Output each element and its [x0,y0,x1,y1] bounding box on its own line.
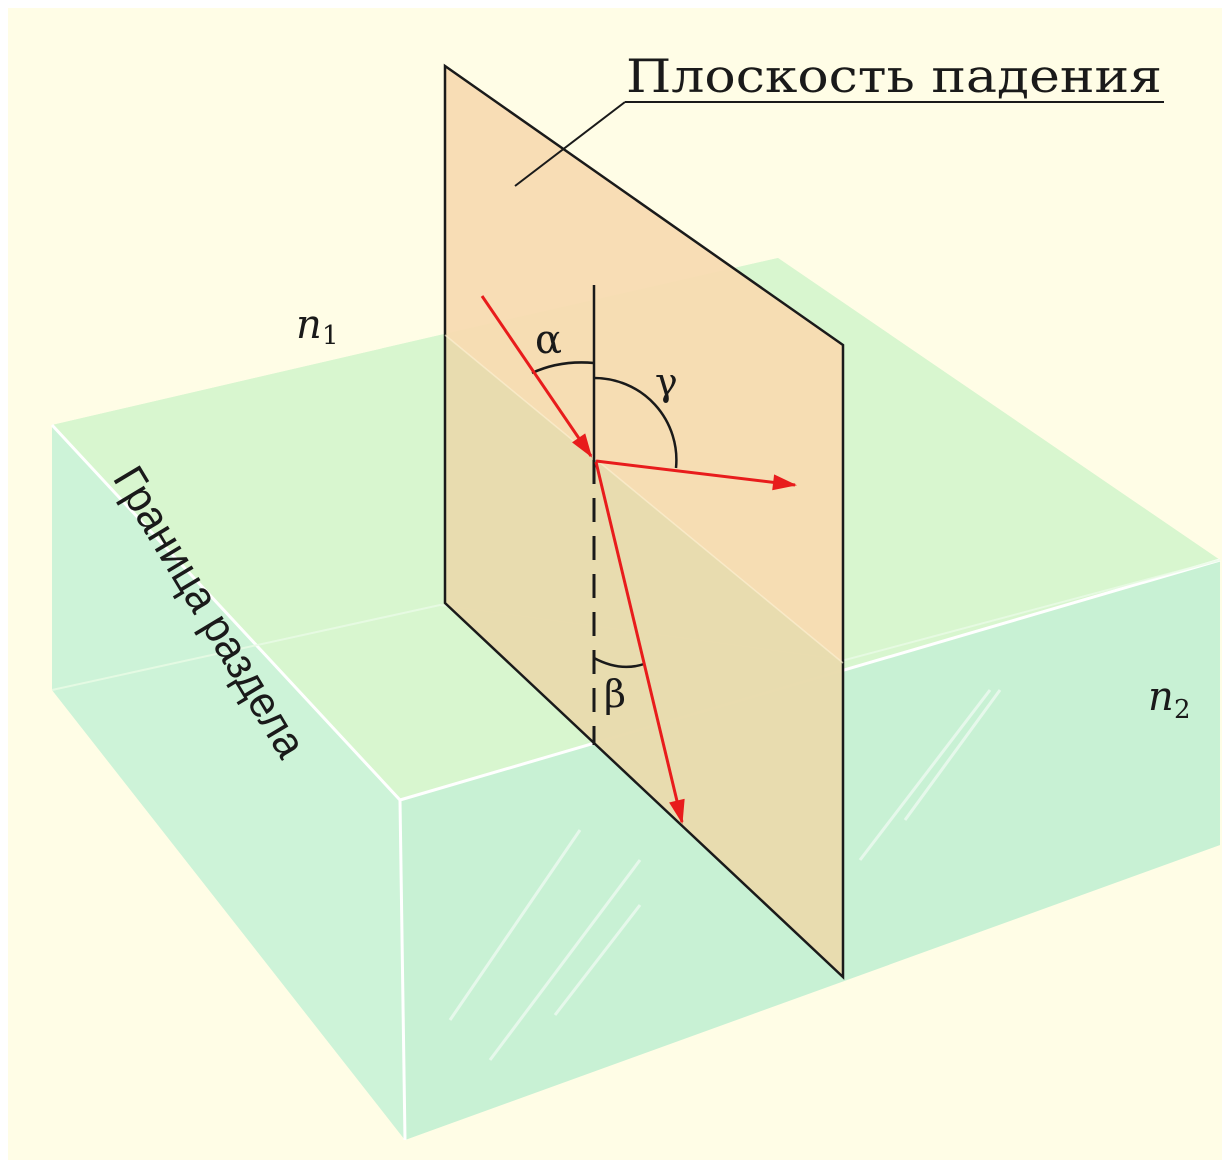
plane-submerged-region [445,335,843,977]
medium-2-label: n 2 [1148,674,1191,725]
plane-water-line [444,334,844,664]
water-front-face [52,425,405,1140]
glass-streaks [448,689,1002,1061]
angle-arc-beta [593,656,645,669]
medium-1-subscript: 1 [322,321,339,351]
angle-beta-label: β [604,672,626,716]
angle-gamma-label: γ [655,360,678,404]
medium-1-symbol: n [296,302,322,348]
plane-of-incidence [443,63,845,980]
plane-of-incidence-label: Плоскость падения [626,49,1162,103]
medium-2-subscript: 2 [1174,695,1191,725]
angle-arc-alpha [531,361,595,375]
reflected-ray [595,459,797,491]
incident-ray [480,295,593,458]
water-vertical-edge [398,799,407,1141]
angle-alpha-label: α [535,317,562,363]
angle-arc-gamma [593,376,678,469]
refracted-ray [594,461,685,824]
medium-1-label: n 1 [296,302,339,351]
plane-label-leader [514,101,626,187]
medium-2-symbol: n [1148,674,1174,720]
plane-outline [443,63,845,980]
